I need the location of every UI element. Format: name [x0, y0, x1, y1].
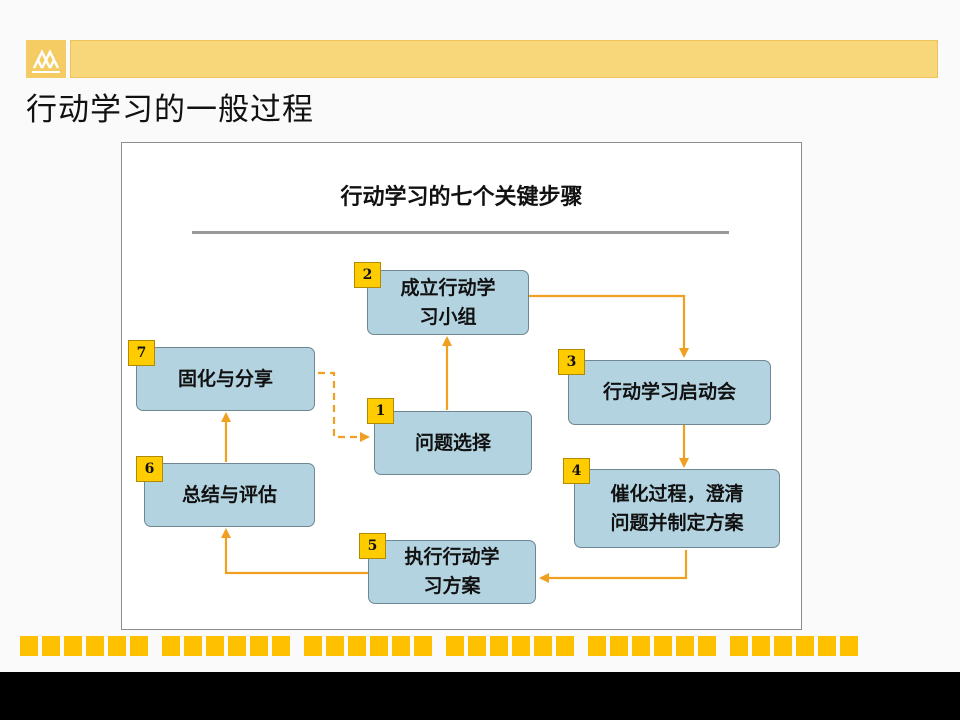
step-3-box: 行动学习启动会 — [568, 360, 771, 425]
step-2-badge: 2 — [354, 262, 381, 288]
slide-title: 行动学习的一般过程 — [26, 92, 314, 128]
band-square — [752, 636, 770, 656]
arrow-7-to-1 — [318, 371, 370, 442]
band-square — [796, 636, 814, 656]
band-square — [446, 636, 464, 656]
step-5-box: 执行行动学 习方案 — [368, 540, 536, 604]
band-square — [468, 636, 486, 656]
band-square — [348, 636, 366, 656]
step-6-badge: 6 — [136, 456, 163, 482]
step-2-box: 成立行动学 习小组 — [367, 270, 529, 335]
band-square — [272, 636, 290, 656]
flow-arrows — [221, 294, 689, 583]
band-square — [250, 636, 268, 656]
arrow-2-to-3 — [529, 294, 689, 358]
band-square — [392, 636, 410, 656]
logo-icon — [26, 40, 66, 78]
step-1-badge: 1 — [367, 398, 394, 424]
band-square — [370, 636, 388, 656]
arrow-4-to-5 — [539, 550, 688, 583]
band-square — [490, 636, 508, 656]
title-divider — [192, 231, 729, 234]
band-square — [228, 636, 246, 656]
band-square — [20, 636, 38, 656]
diagram-title: 行动学习的七个关键步骤 — [340, 184, 583, 210]
band-square — [676, 636, 694, 656]
band-square — [86, 636, 104, 656]
band-square — [556, 636, 574, 656]
band-square — [64, 636, 82, 656]
slide: 行动学习的一般过程 行动学习的七个关键步骤 问题选择 — [20, 40, 938, 656]
band-square — [414, 636, 432, 656]
band-square — [534, 636, 552, 656]
band-square — [840, 636, 858, 656]
step-3-badge: 3 — [558, 349, 585, 375]
band-square — [162, 636, 180, 656]
band-square — [42, 636, 60, 656]
band-square — [730, 636, 748, 656]
step-1-box: 问题选择 — [374, 411, 532, 475]
step-7-box: 固化与分享 — [136, 347, 315, 411]
header-bar — [70, 40, 938, 78]
band-square — [632, 636, 650, 656]
step-4-box: 催化过程，澄清 问题并制定方案 — [574, 469, 780, 548]
band-square — [108, 636, 126, 656]
step-6-box: 总结与评估 — [144, 463, 315, 527]
band-square — [304, 636, 322, 656]
band-square — [654, 636, 672, 656]
band-square — [610, 636, 628, 656]
step-4-badge: 4 — [563, 458, 590, 484]
band-square — [588, 636, 606, 656]
step-5-badge: 5 — [359, 533, 386, 559]
band-square — [512, 636, 530, 656]
arrow-5-to-6 — [221, 528, 368, 575]
step-7-badge: 7 — [128, 340, 155, 366]
band-square — [818, 636, 836, 656]
band-square — [774, 636, 792, 656]
band-square — [698, 636, 716, 656]
band-square — [130, 636, 148, 656]
band-square — [326, 636, 344, 656]
band-square — [184, 636, 202, 656]
black-strip — [0, 672, 960, 720]
band-square — [206, 636, 224, 656]
